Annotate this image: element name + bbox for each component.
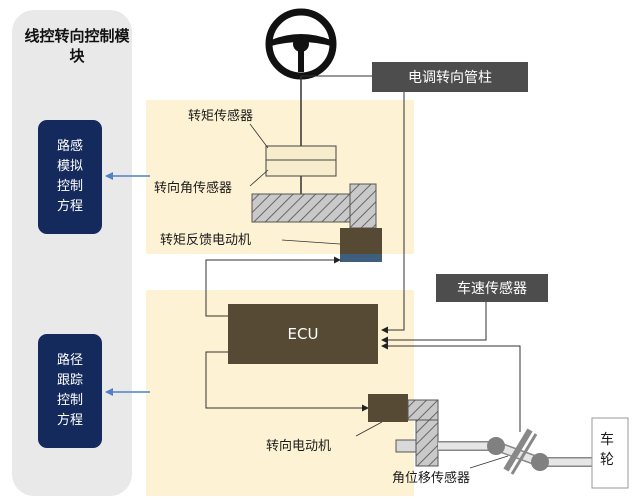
road-feel-equation-label: 路感模拟控制方程	[56, 139, 83, 214]
steering-column-tag: 电调转向管柱	[372, 62, 528, 92]
upper-gear	[251, 193, 351, 223]
displacement-sensor-label: 角位移传感器	[392, 471, 471, 486]
path-tracking-equation-label: 路径跟踪控制方程	[56, 353, 83, 428]
road-feel-equation-box: 路感模拟控制方程	[38, 120, 102, 234]
ball-joint-1	[487, 437, 505, 455]
module-title: 线控转向控制模块	[24, 27, 130, 65]
speed-sensor-tag: 车速传感器	[436, 274, 548, 302]
ball-joint-2	[531, 453, 549, 471]
path-tracking-equation-box: 路径跟踪控制方程	[38, 334, 102, 448]
feedback-motor-label: 转矩反馈电动机	[160, 233, 252, 248]
steering-wheel-icon	[265, 8, 337, 80]
wheel-box	[591, 417, 629, 489]
torque-sensor-box	[265, 145, 337, 161]
pinion-gear	[415, 419, 439, 467]
steering-motor-box	[368, 394, 408, 422]
torque-sensor-label: 转矩传感器	[188, 109, 254, 124]
ecu-box: ECU	[228, 304, 378, 364]
angle-sensor-label: 转向角传感器	[154, 181, 233, 196]
angle-sensor-box	[265, 159, 337, 177]
steering-motor-label: 转向电动机	[266, 439, 332, 454]
wheel-label: 车轮	[600, 432, 614, 468]
